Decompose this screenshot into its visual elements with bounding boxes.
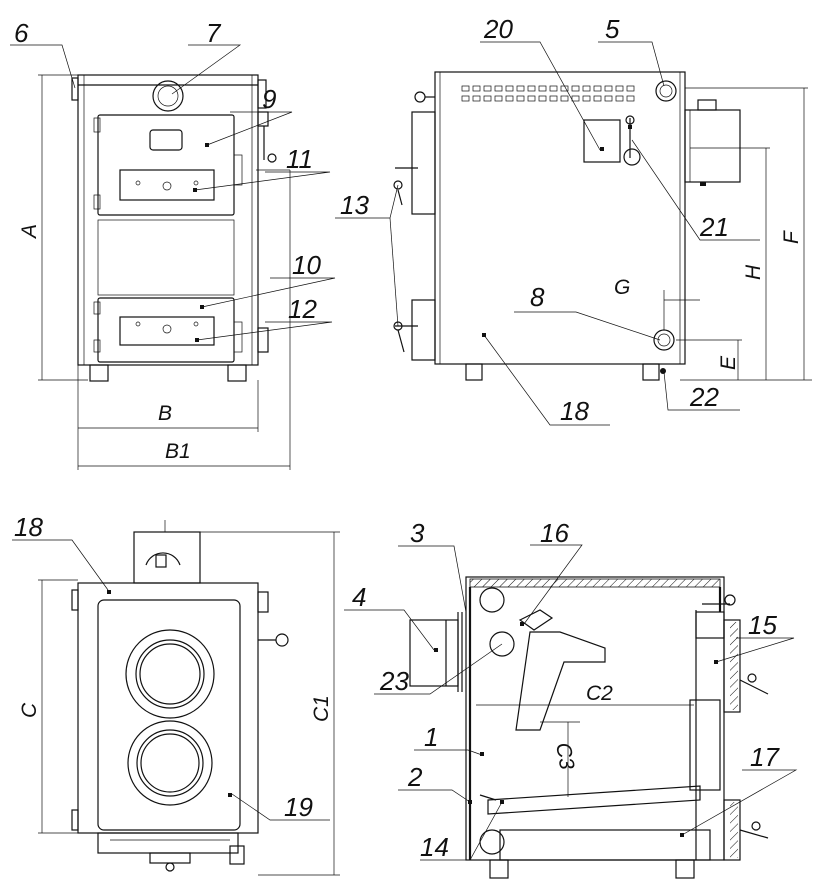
- dim-B: B: [158, 402, 172, 425]
- callout-labels: 6 7 9 11 10 12 20 5 21 13 8 18 22 18 19 …: [14, 14, 780, 862]
- vent-slot: [604, 95, 613, 102]
- callout-1: 1: [424, 722, 438, 752]
- vent-slot: [593, 85, 602, 92]
- vent-slot: [593, 95, 602, 102]
- callout-2: 2: [407, 762, 423, 792]
- callout-15: 15: [748, 610, 777, 640]
- flue-pipe: [152, 80, 184, 112]
- side-view: [335, 41, 812, 426]
- vent-slot: [472, 95, 481, 102]
- vent-slot: [604, 85, 613, 92]
- top-view: [12, 520, 340, 876]
- vent-slot: [626, 85, 635, 92]
- vent-slot: [560, 95, 569, 102]
- callout-5: 5: [605, 14, 620, 44]
- callout-16: 16: [540, 518, 569, 548]
- vent-slot: [615, 85, 624, 92]
- dim-C: C: [18, 702, 41, 718]
- vent-slot: [516, 95, 525, 102]
- callout-9: 9: [262, 84, 276, 114]
- vent-slot: [472, 85, 481, 92]
- callout-17: 17: [750, 742, 780, 772]
- vent-slot: [615, 95, 624, 102]
- callout-20: 20: [483, 14, 513, 44]
- hotplate-ring-lower: [127, 720, 213, 806]
- dim-B1: B1: [165, 440, 191, 463]
- dim-H: H: [742, 264, 765, 280]
- section-body: [465, 576, 725, 861]
- front-view: [10, 44, 336, 470]
- callout-19: 19: [284, 792, 313, 822]
- vent-slot: [516, 85, 525, 92]
- callout-10: 10: [292, 250, 321, 280]
- vent-slot: [483, 85, 492, 92]
- vent-slot: [626, 95, 635, 102]
- dimension-labels: A B B1 G E H F C C1 C2 C3: [18, 224, 803, 772]
- callout-18-side: 18: [560, 396, 589, 426]
- callout-23: 23: [379, 666, 409, 696]
- vent-slot: [571, 95, 580, 102]
- callout-18-top: 18: [14, 512, 43, 542]
- dim-G: G: [614, 276, 630, 299]
- ventilation-slots: [461, 85, 635, 102]
- vent-slot: [494, 95, 503, 102]
- vent-slot: [549, 95, 558, 102]
- vent-slot: [582, 85, 591, 92]
- dim-C2: C2: [586, 682, 613, 705]
- hotplate-ring-upper: [125, 629, 215, 719]
- callout-12: 12: [288, 294, 317, 324]
- vent-slot: [582, 95, 591, 102]
- vent-slot: [549, 85, 558, 92]
- callout-13: 13: [340, 190, 369, 220]
- vent-slot: [461, 95, 470, 102]
- callout-8: 8: [530, 282, 545, 312]
- vent-slot: [505, 85, 514, 92]
- dim-F: F: [780, 230, 803, 244]
- vent-slot: [538, 95, 547, 102]
- vent-slot: [538, 85, 547, 92]
- side-body: [434, 71, 686, 365]
- vent-slot: [571, 85, 580, 92]
- dim-A: A: [18, 224, 41, 240]
- callout-7: 7: [206, 18, 222, 48]
- dim-E: E: [717, 355, 740, 370]
- callout-6: 6: [14, 18, 29, 48]
- callout-3: 3: [410, 518, 425, 548]
- callout-22: 22: [689, 382, 719, 412]
- vent-slot: [527, 95, 536, 102]
- section-view: [344, 544, 798, 879]
- dim-C3: C3: [551, 741, 578, 772]
- callout-14: 14: [420, 832, 449, 862]
- callout-21: 21: [699, 212, 729, 242]
- dim-C1: C1: [310, 695, 333, 722]
- vent-slot: [483, 95, 492, 102]
- callout-11: 11: [286, 144, 313, 174]
- vent-slot: [505, 95, 514, 102]
- vent-slot: [527, 85, 536, 92]
- vent-slot: [461, 85, 470, 92]
- callout-4: 4: [352, 582, 366, 612]
- vent-slot: [494, 85, 503, 92]
